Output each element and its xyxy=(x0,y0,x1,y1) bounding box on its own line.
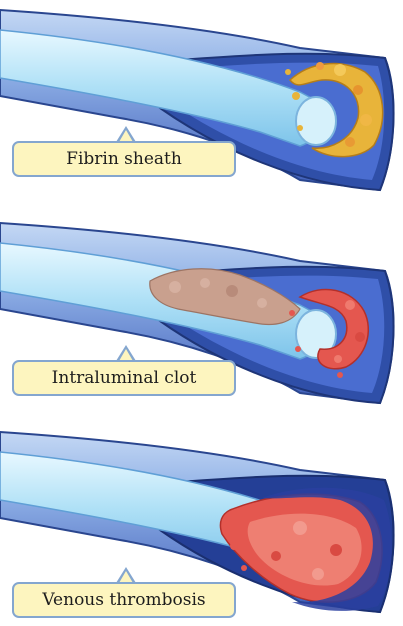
label-venous-thrombosis-text: Venous thrombosis xyxy=(42,590,205,610)
panel-intraluminal-clot: Intraluminal clot xyxy=(0,209,403,418)
label-fibrin-sheath-text: Fibrin sheath xyxy=(66,149,182,169)
label-venous-thrombosis: Venous thrombosis xyxy=(12,582,236,618)
panel-venous-thrombosis: Venous thrombosis xyxy=(0,418,403,626)
vessel-fibrin-sheath-illustration xyxy=(0,0,403,209)
label-intraluminal-clot: Intraluminal clot xyxy=(12,360,236,396)
panel-fibrin-sheath: Fibrin sheath xyxy=(0,0,403,209)
label-fibrin-sheath: Fibrin sheath xyxy=(12,141,236,177)
label-intraluminal-clot-text: Intraluminal clot xyxy=(52,368,197,388)
